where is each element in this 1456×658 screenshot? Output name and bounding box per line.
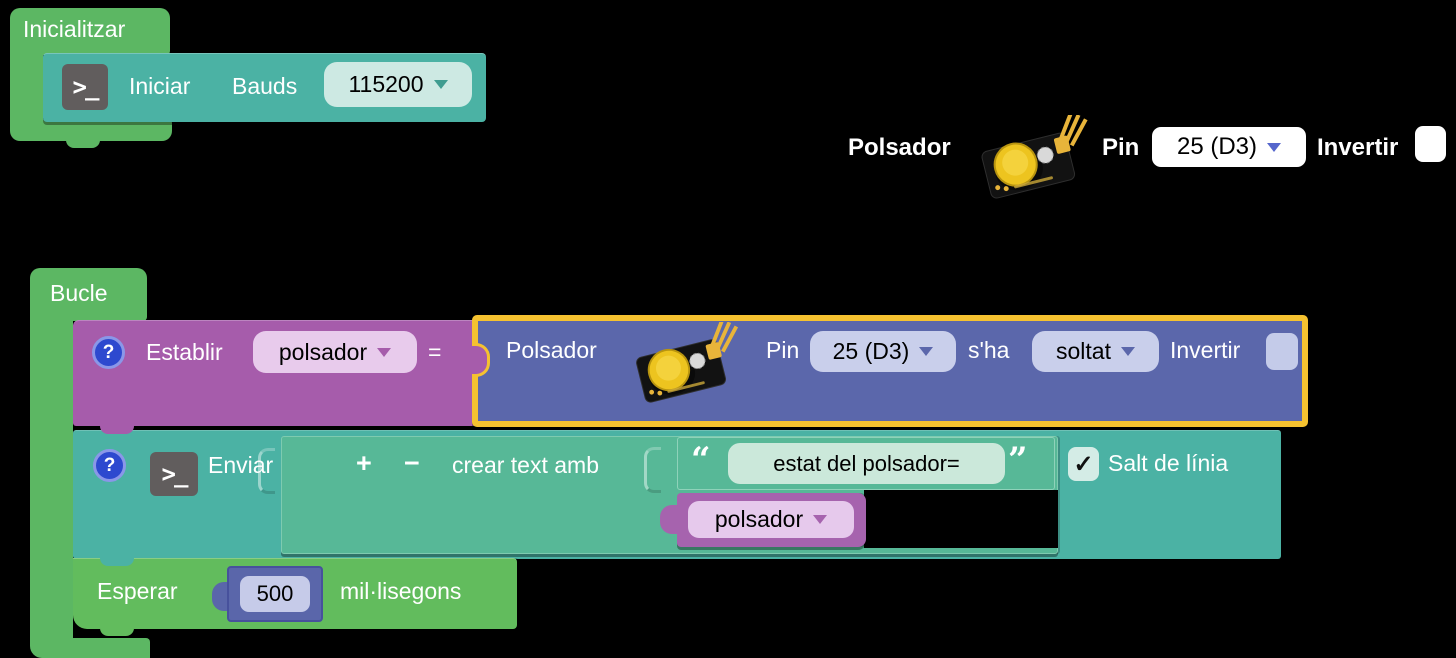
variable-left-tab	[660, 505, 679, 534]
button-module-image	[629, 322, 750, 406]
sensor-left-socket	[472, 343, 490, 377]
variable-dropdown[interactable]: polsador	[688, 501, 854, 538]
bauds-dropdown[interactable]: 115200	[324, 62, 472, 107]
loop-hat[interactable]	[30, 268, 147, 321]
equals-label: =	[428, 339, 442, 365]
chevron-down-icon	[377, 347, 392, 357]
chevron-down-icon	[1120, 347, 1135, 356]
loop-spine	[30, 315, 73, 640]
help-icon[interactable]: ?	[93, 449, 126, 482]
set-label: Establir	[146, 339, 223, 365]
floating-pin-value: 25 (D3)	[1176, 133, 1258, 160]
floating-invert-label: Invertir	[1317, 134, 1399, 161]
help-glyph: ?	[103, 454, 116, 476]
empty-input-hole	[864, 490, 1058, 548]
wait-label: Esperar	[97, 578, 178, 604]
text-string-value: estat del polsador=	[773, 450, 960, 476]
set-variable-value: polsador	[278, 338, 368, 365]
terminal-glyph: >_	[161, 460, 189, 488]
initialize-foot	[10, 119, 172, 141]
terminal-icon: >_	[62, 64, 108, 110]
initialize-label: Inicialitzar	[23, 16, 126, 42]
floating-pin-label: Pin	[1102, 134, 1140, 161]
sensor-state-label: s'ha	[968, 337, 1010, 363]
serial-init-label: Iniciar	[129, 73, 191, 99]
initialize-hat[interactable]	[10, 8, 170, 55]
check-icon: ✓	[1073, 450, 1094, 478]
button-module-image	[974, 115, 1100, 202]
floating-sensor-block[interactable]: Polsador Pin 25 (D3) Invertir	[840, 110, 1456, 210]
terminal-icon: >_	[150, 452, 198, 496]
sensor-invert-checkbox[interactable]	[1266, 333, 1298, 370]
value-socket	[258, 448, 275, 494]
bauds-dropdown-value: 115200	[348, 71, 424, 97]
loop-block[interactable]: Bucle	[0, 260, 1456, 658]
wait-bottom-notch	[100, 626, 134, 636]
sensor-state-value: soltat	[1056, 338, 1111, 364]
add-item-button[interactable]: +	[356, 448, 372, 478]
terminal-glyph: >_	[72, 73, 100, 101]
sensor-pin-dropdown[interactable]: 25 (D3)	[810, 331, 956, 372]
number-input[interactable]: 500	[240, 576, 310, 612]
newline-checkbox[interactable]: ✓	[1068, 447, 1099, 481]
bauds-label: Bauds	[232, 73, 298, 99]
set-variable-dropdown[interactable]: polsador	[253, 331, 417, 373]
help-glyph: ?	[102, 341, 115, 363]
text-string-input[interactable]: estat del polsador=	[728, 443, 1005, 484]
create-text-label: crear text amb	[452, 452, 599, 478]
open-quote-icon: “	[691, 440, 711, 480]
value-socket	[644, 447, 661, 493]
sensor-pin-value: 25 (D3)	[832, 338, 910, 364]
sensor-invert-label: Invertir	[1170, 337, 1241, 363]
chevron-down-icon	[919, 347, 934, 356]
remove-item-button[interactable]: −	[404, 448, 420, 478]
variable-value: polsador	[714, 506, 804, 532]
help-icon[interactable]: ?	[92, 336, 125, 369]
sensor-name-label: Polsador	[506, 337, 597, 363]
newline-label: Salt de línia	[1108, 450, 1229, 476]
floating-invert-checkbox[interactable]	[1415, 126, 1446, 162]
initialize-foot-notch	[66, 139, 100, 148]
wait-unit-label: mil·lisegons	[340, 578, 462, 604]
sensor-pin-label: Pin	[766, 337, 800, 363]
sensor-state-dropdown[interactable]: soltat	[1032, 331, 1159, 372]
initialize-spine	[10, 50, 43, 122]
floating-sensor-label: Polsador	[848, 134, 951, 161]
floating-pin-dropdown[interactable]: 25 (D3)	[1152, 127, 1306, 167]
number-value: 500	[256, 581, 294, 606]
loop-foot	[30, 638, 150, 658]
close-quote-icon: ”	[1008, 440, 1028, 480]
loop-label: Bucle	[50, 280, 108, 306]
chevron-down-icon	[433, 80, 448, 89]
chevron-down-icon	[1267, 142, 1282, 152]
send-bottom-notch	[100, 556, 134, 566]
initialize-block[interactable]: Inicialitzar >_ Iniciar Bauds 115200	[0, 0, 520, 160]
chevron-down-icon	[813, 515, 828, 524]
set-variable-bottom-notch	[100, 424, 134, 434]
